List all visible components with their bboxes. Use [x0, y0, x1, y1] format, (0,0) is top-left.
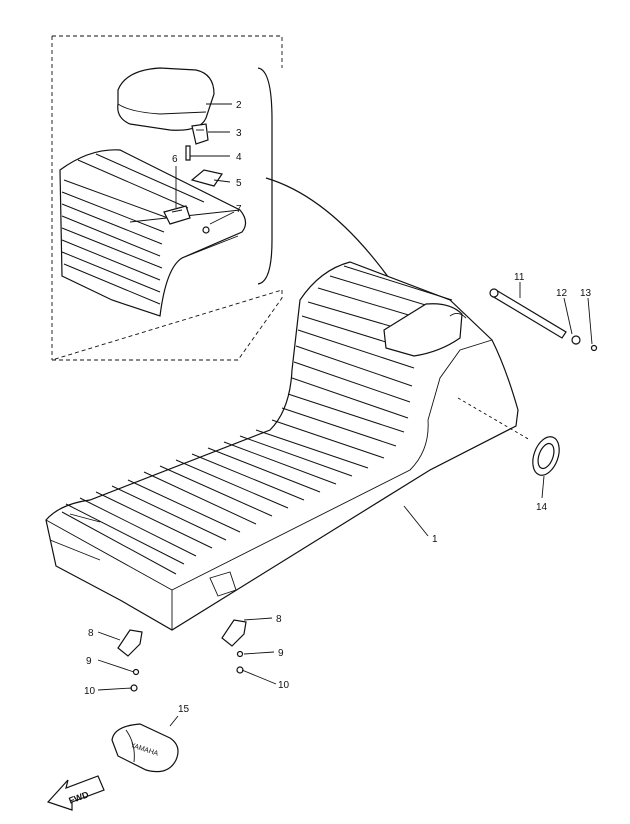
callout-7: 7 [236, 204, 242, 215]
callout-14: 14 [536, 502, 548, 513]
callout-9-left: 9 [86, 656, 92, 667]
hinge-right [221, 619, 247, 647]
latch-part [163, 205, 191, 225]
badge-emblem [532, 436, 560, 476]
callout-2: 2 [236, 100, 242, 111]
callout-9-right: 9 [278, 648, 284, 659]
leader-lines [97, 103, 593, 727]
callout-10-right: 10 [278, 680, 290, 691]
callout-11: 11 [514, 272, 525, 283]
screw-part [202, 226, 210, 234]
callout-12: 12 [556, 288, 568, 299]
callout-4: 4 [236, 152, 242, 163]
bolt-part [185, 145, 191, 161]
callout-6: 6 [172, 154, 178, 165]
screw-right [236, 650, 244, 658]
callout-3: 3 [236, 128, 242, 139]
forward-arrow: FWD [46, 775, 105, 811]
callout-13: 13 [580, 288, 592, 299]
tool-bag: YAMAHA [111, 723, 179, 773]
bracket-part [191, 123, 209, 145]
callout-8-left: 8 [88, 628, 94, 639]
hinge-left [117, 629, 143, 657]
screw-left [132, 668, 140, 676]
main-seat [45, 261, 531, 631]
callout-1: 1 [432, 534, 438, 545]
callout-8-right: 8 [276, 614, 282, 625]
rod-part [489, 288, 567, 339]
hinge-part [190, 169, 223, 187]
callout-15: 15 [178, 704, 190, 715]
callout-5: 5 [236, 178, 242, 189]
callout-10-left: 10 [84, 686, 96, 697]
washer-part [571, 335, 581, 345]
armrest-pad [117, 67, 215, 131]
callout-numbers: 2 3 4 5 6 7 11 12 13 14 1 8 8 9 9 10 10 … [84, 100, 592, 715]
nut-part [590, 344, 598, 352]
inset-seat-section [59, 149, 247, 317]
